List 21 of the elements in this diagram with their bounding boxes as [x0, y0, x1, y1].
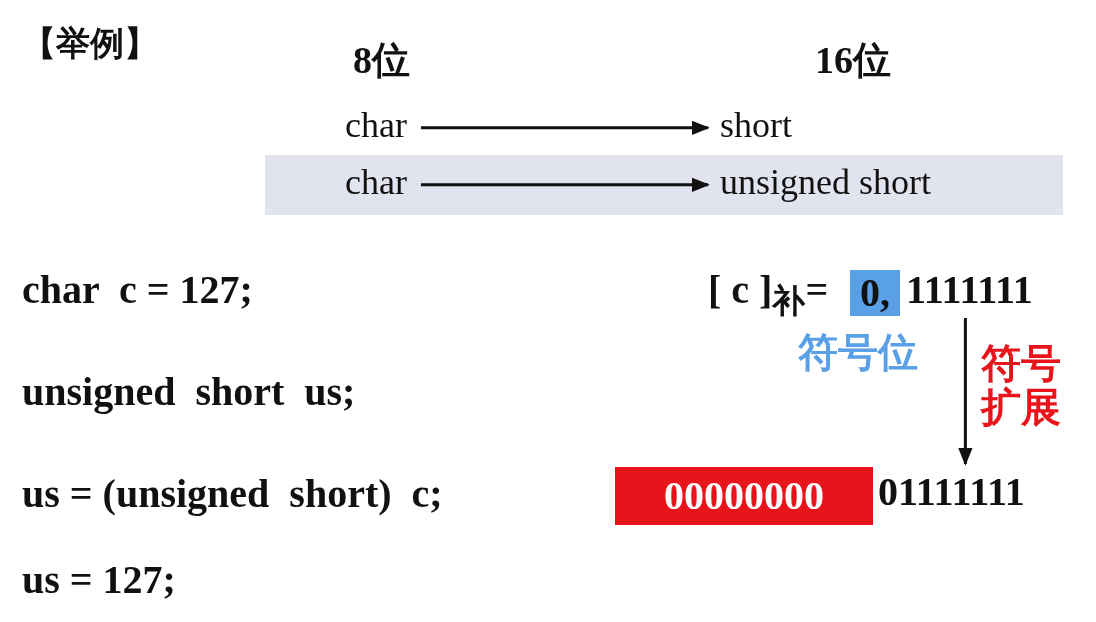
bit-width-heading: 8位 [353, 40, 410, 82]
sign-bit-box: 0, [850, 270, 900, 316]
example-heading: 【举例】 [22, 25, 158, 63]
arrow [420, 177, 710, 192]
sign-bit-label: 符号位 [798, 330, 918, 374]
type-label: char [345, 163, 407, 203]
extension-bits-box: 00000000 [615, 467, 873, 525]
type-label: char [345, 106, 407, 146]
type-label: unsigned short [720, 163, 931, 203]
highlight-band [265, 155, 1063, 215]
arrow [420, 120, 710, 135]
binary-digits: 1111111 [906, 268, 1033, 312]
code-line: us = 127; [22, 558, 176, 602]
binary-digits: 01111111 [878, 470, 1025, 514]
complement-expression: [ c ]$_{补}$= [708, 268, 829, 320]
type-label: short [720, 106, 792, 146]
bit-width-heading: 16位 [815, 40, 891, 82]
code-line: us = (unsigned short) c; [22, 472, 443, 516]
code-line: unsigned short us; [22, 370, 356, 414]
code-line: char c = 127; [22, 268, 253, 312]
arrow [958, 318, 973, 466]
